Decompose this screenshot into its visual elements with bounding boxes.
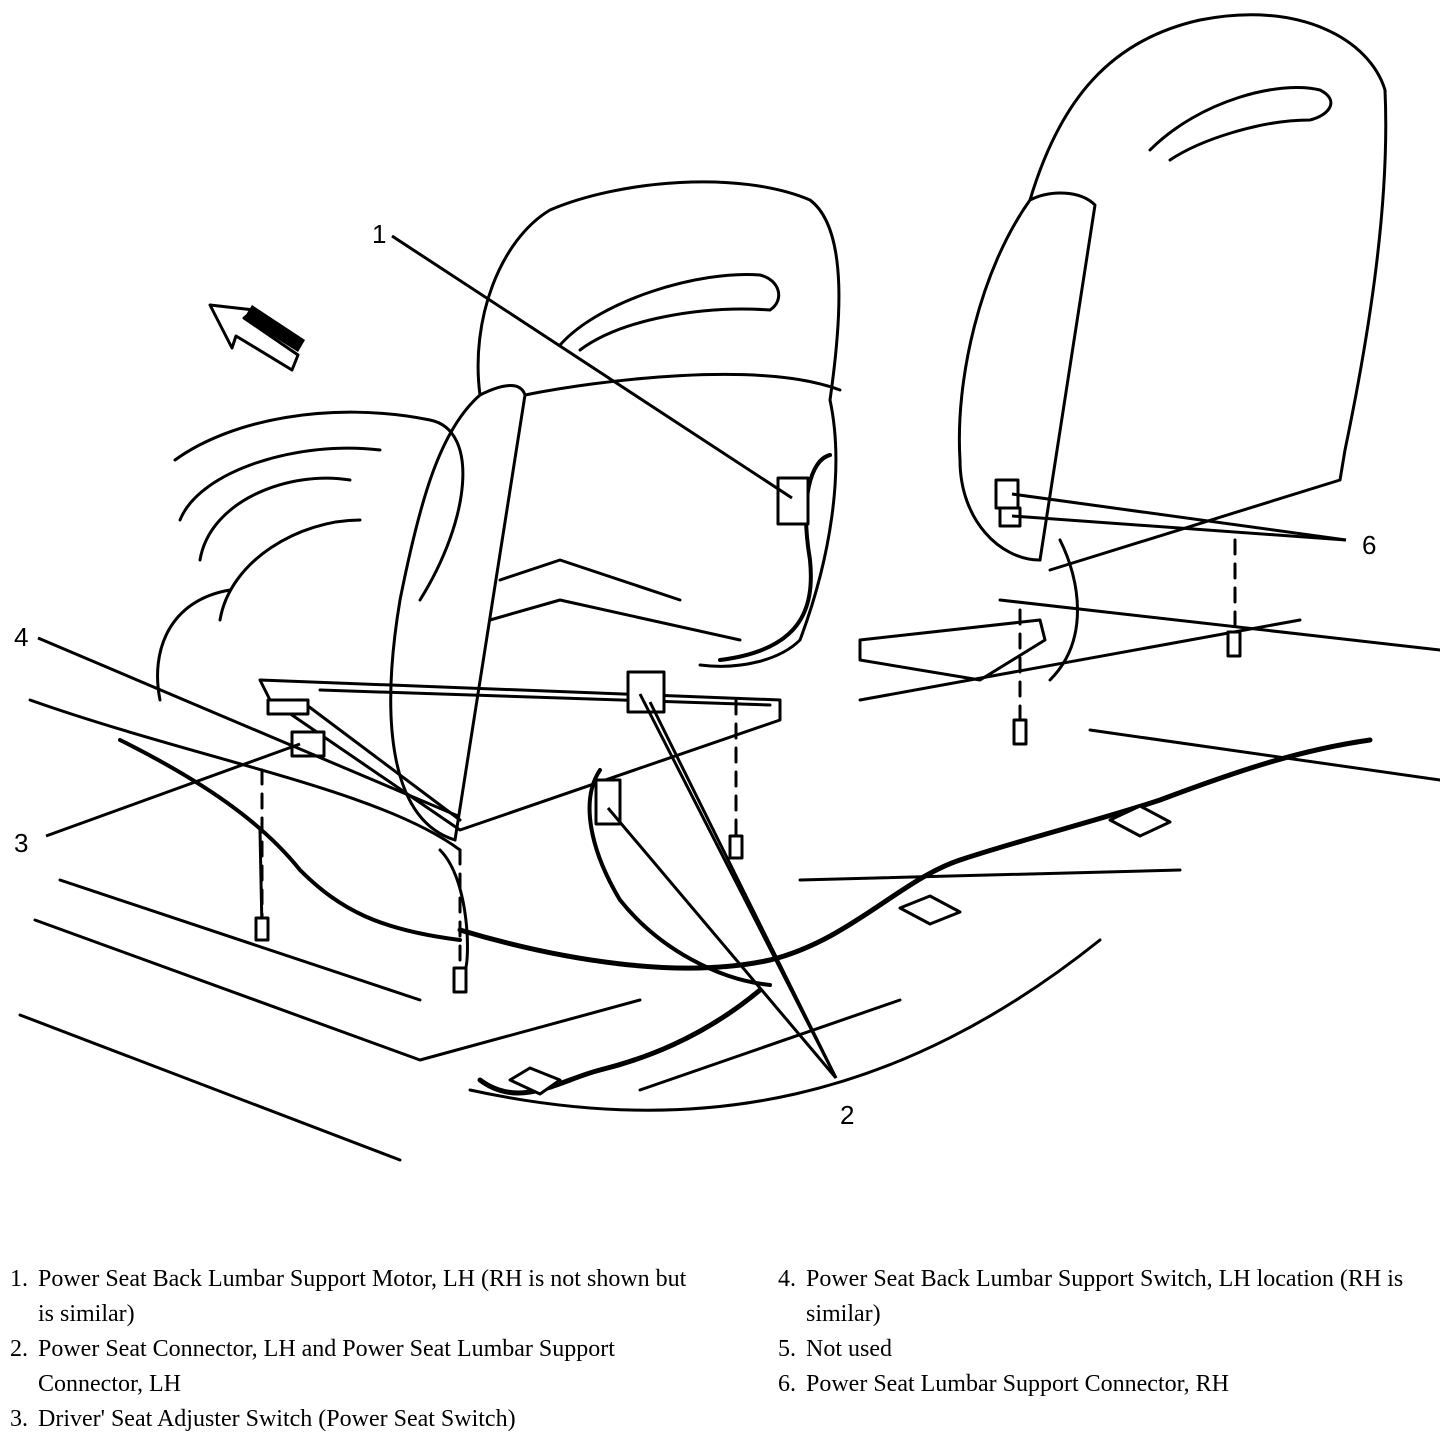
legend-number: 6. [778,1371,796,1397]
legend-text: Power Seat Back Lumbar Support Switch, L… [806,1266,1404,1327]
lumbar-motor-lh [776,476,810,526]
left-seat-back [389,180,841,842]
legend-right-column: 4. Power Seat Back Lumbar Support Switch… [778,1262,1438,1402]
legend-number: 5. [778,1336,796,1362]
right-seat-back [957,13,1388,572]
legend-left-column: 1. Power Seat Back Lumbar Support Motor,… [10,1262,700,1437]
legend-item: 1. Power Seat Back Lumbar Support Motor,… [10,1262,700,1332]
callout-3: 3 [14,828,28,858]
front-arrow-icon [208,303,305,372]
legend-item: 3. Driver' Seat Adjuster Switch (Power S… [10,1402,700,1437]
legend-number: 2. [10,1336,28,1362]
legend-text: Power Seat Lumbar Support Connector, RH [806,1371,1229,1397]
legend-number: 4. [778,1266,796,1292]
floor-pan [18,618,1302,1162]
legend-number: 1. [10,1266,28,1292]
mounting-stud [254,916,270,942]
rear-cushion [173,410,465,622]
legend-text: Not used [806,1336,892,1362]
callout-1: 1 [372,219,386,249]
callout-4: 4 [14,622,28,652]
legend-item: 5. Not used [778,1332,1438,1367]
legend-text: Power Seat Connector, LH and Power Seat … [38,1336,615,1397]
leader-lines [37,234,1347,1079]
harness-clip [508,804,1172,1096]
legend-text: Driver' Seat Adjuster Switch (Power Seat… [38,1406,516,1432]
legend-item: 4. Power Seat Back Lumbar Support Switch… [778,1262,1438,1332]
callout-6: 6 [1362,530,1376,560]
callout-2: 2 [840,1100,854,1130]
legend-number: 3. [10,1406,28,1432]
right-seat-track [858,618,1047,682]
seat-wiring-diagram: 1 2 3 4 6 [14,13,1440,1162]
lumbar-switch-lh [266,698,310,716]
legend-item: 6. Power Seat Lumbar Support Connector, … [778,1367,1438,1402]
wiring-harness [457,737,1373,971]
legend-item: 2. Power Seat Connector, LH and Power Se… [10,1332,700,1402]
legend-text: Power Seat Back Lumbar Support Motor, LH… [38,1266,687,1327]
left-seat-frame [258,678,782,832]
